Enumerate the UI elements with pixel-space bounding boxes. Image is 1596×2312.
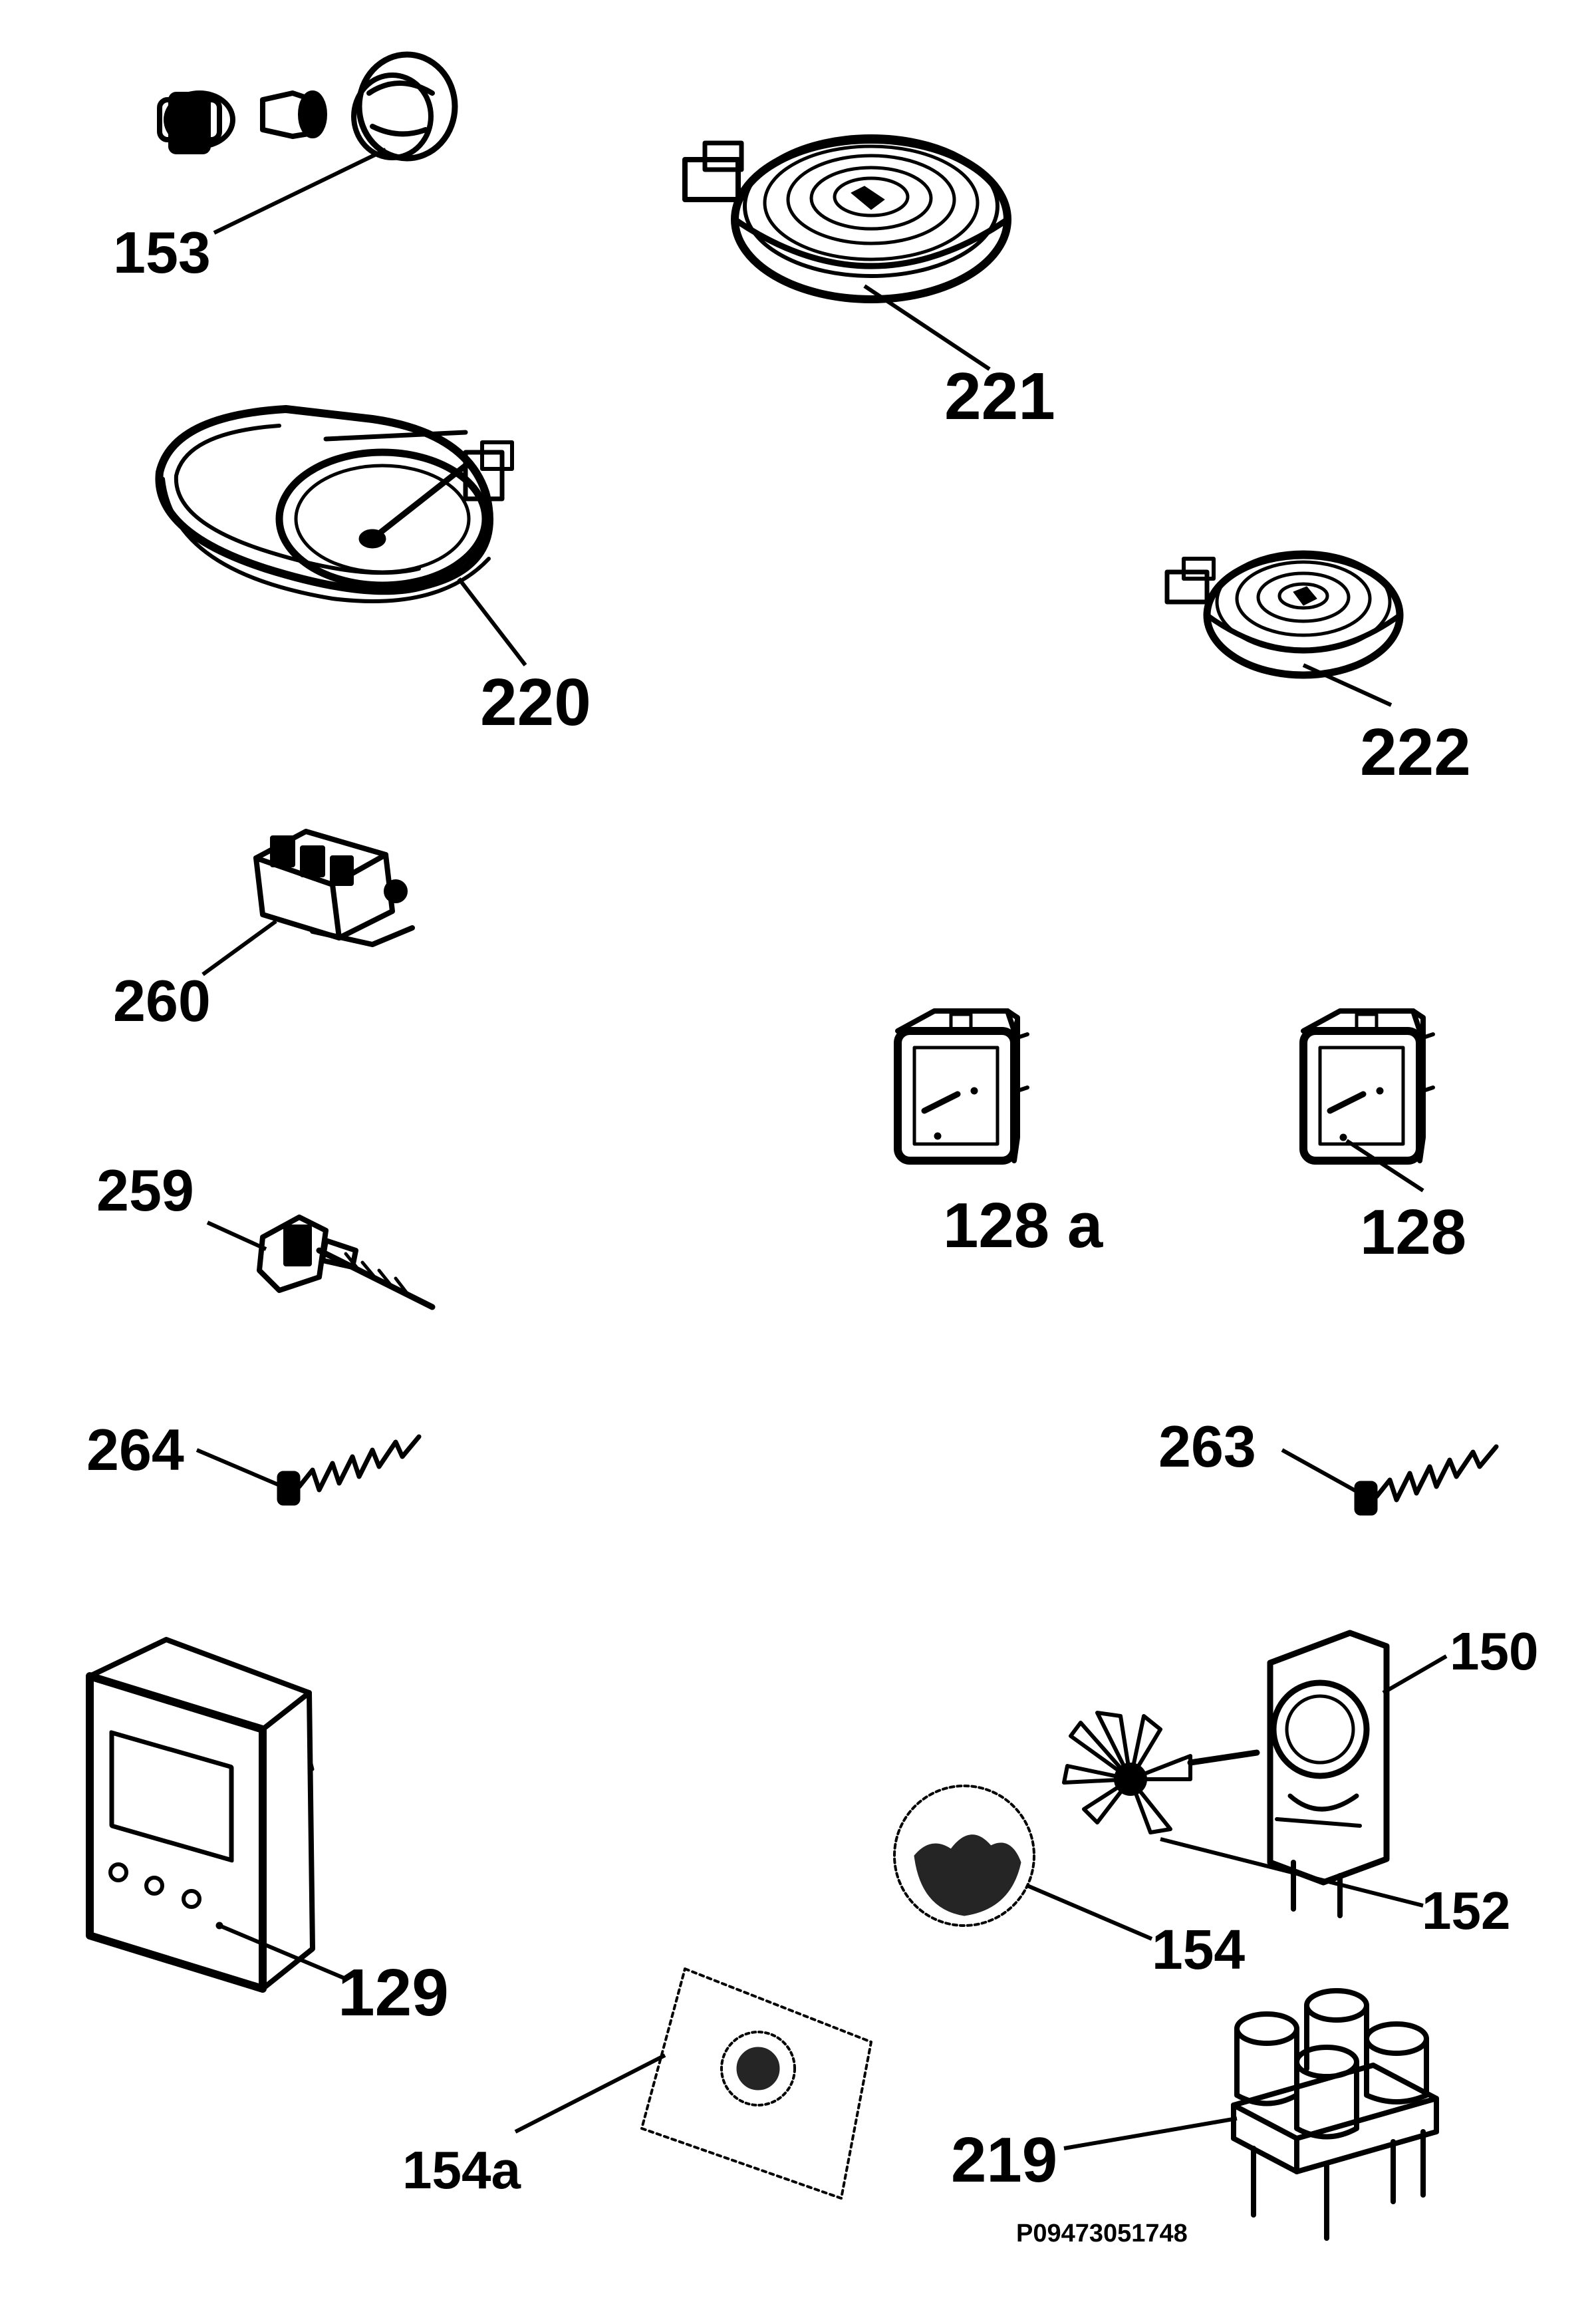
label-153: 153 [113, 219, 211, 285]
part-220-dual-heating-element [155, 405, 514, 603]
label-154: 154 [1152, 1918, 1245, 1981]
part-128a-energy-regulator [894, 1008, 1029, 1165]
leader-263 [1281, 1448, 1361, 1495]
leader-259 [206, 1221, 267, 1251]
label-128a: 128 a [943, 1190, 1103, 1261]
part-259-thermostat [257, 1215, 436, 1310]
part-153-knob [157, 51, 458, 162]
label-259: 259 [96, 1157, 194, 1223]
part-221-heating-element [682, 134, 1011, 303]
leader-221 [863, 284, 991, 371]
leader-152 [1160, 1837, 1424, 1908]
part-128-energy-regulator [1299, 1008, 1435, 1165]
leader-154 [1026, 1884, 1153, 1941]
leader-150 [1382, 1654, 1448, 1695]
part-260-rotary-switch [253, 829, 415, 947]
label-264: 264 [86, 1417, 184, 1483]
leader-154a [514, 2053, 666, 2134]
label-221: 221 [944, 359, 1055, 434]
part-154a-filter-pad [640, 1967, 872, 2200]
label-219: 219 [951, 2124, 1057, 2196]
part-219-connector-block [1231, 1988, 1439, 2241]
part-150-fan-motor [1187, 1630, 1390, 1918]
label-263: 263 [1158, 1413, 1256, 1479]
label-222: 222 [1360, 715, 1471, 790]
label-154a: 154a [402, 2140, 521, 2200]
leader-219 [1063, 2116, 1238, 2150]
reference-code: P09473051748 [1016, 2220, 1188, 2247]
part-152-fan-blade [1062, 1711, 1192, 1834]
leader-222 [1302, 663, 1393, 707]
leader-129 [218, 1924, 347, 1981]
part-129-electronic-timer [86, 1637, 315, 1993]
leader-220 [457, 577, 527, 666]
leader-128 [1345, 1139, 1424, 1193]
label-129: 129 [338, 1955, 449, 2030]
label-260: 260 [113, 968, 211, 1034]
label-220: 220 [480, 665, 591, 740]
leader-264 [196, 1448, 284, 1489]
label-128: 128 [1360, 1197, 1466, 1268]
label-150: 150 [1450, 1622, 1538, 1681]
part-154-round-filter [893, 1785, 1035, 1927]
part-222-heating-element [1164, 550, 1404, 679]
part-263-spring-fastener [1354, 1444, 1499, 1516]
leader-260 [201, 919, 277, 976]
label-152: 152 [1422, 1881, 1510, 1940]
leader-153 [213, 148, 387, 235]
part-264-spring-fastener [277, 1434, 422, 1506]
